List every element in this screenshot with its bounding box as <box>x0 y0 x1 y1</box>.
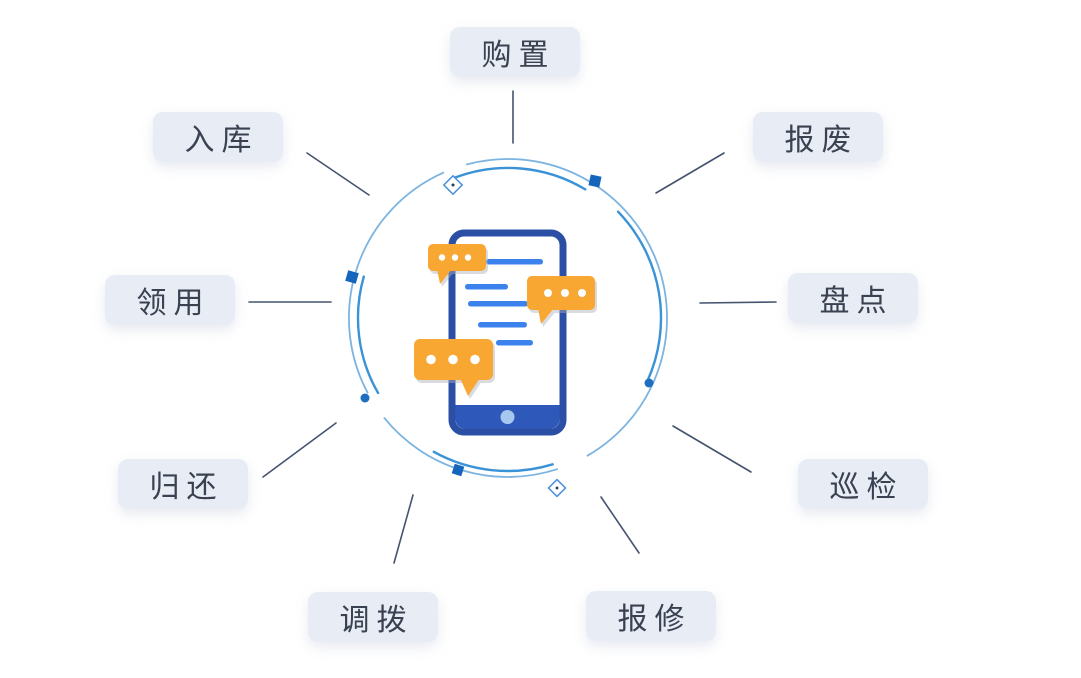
square-marker-left <box>345 270 359 284</box>
chat-bubble-right <box>527 276 595 324</box>
smartphone-chat-icon <box>414 229 595 436</box>
node-inspection: 巡检 <box>798 459 928 509</box>
node-repair: 报修 <box>586 591 716 641</box>
node-transfer: 调拨 <box>308 592 438 642</box>
dot-marker-lower-left <box>360 393 370 403</box>
chat-bubble-bottom-left <box>414 339 493 396</box>
connector-inspection <box>672 425 752 473</box>
node-inbound: 入库 <box>153 112 283 162</box>
connector-scrap <box>655 152 725 194</box>
connector-repair <box>600 496 640 554</box>
node-requisition: 领用 <box>105 275 235 325</box>
chat-bubble-top-left <box>428 244 486 284</box>
connector-stocktaking <box>699 301 777 304</box>
dot-marker-right <box>644 378 654 388</box>
inner-ring-arcs <box>356 166 663 473</box>
connector-inbound <box>306 152 370 196</box>
phone-screen-text-lines <box>465 259 543 346</box>
square-marker-bottom <box>451 463 465 477</box>
node-purchase: 购置 <box>450 27 580 77</box>
ring-markers <box>345 174 654 498</box>
connector-return <box>262 422 337 478</box>
connector-lines <box>248 90 777 564</box>
node-scrap: 报废 <box>753 112 883 162</box>
square-marker-top-right <box>588 174 602 188</box>
node-return: 归还 <box>118 459 248 509</box>
phone-home-button <box>500 410 515 424</box>
connector-transfer <box>393 494 414 564</box>
node-stocktaking: 盘点 <box>788 273 918 323</box>
diamond-marker-top-left <box>442 174 464 196</box>
diamond-marker-bottom <box>547 478 567 498</box>
